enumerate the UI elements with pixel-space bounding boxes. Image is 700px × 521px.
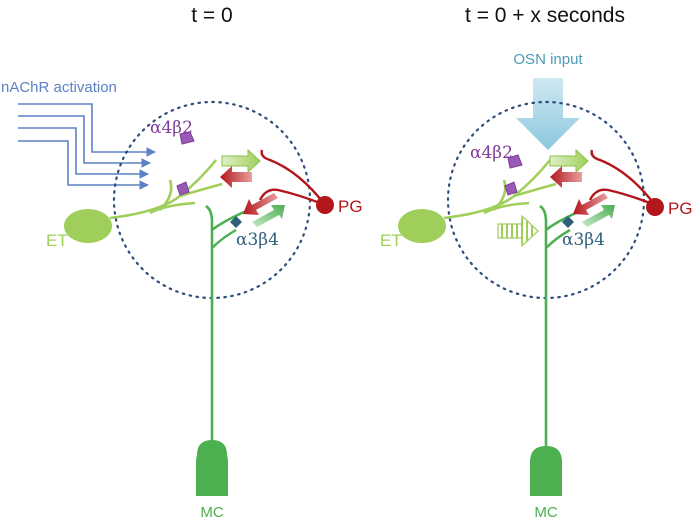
mc-to-pg-arrow: [252, 205, 285, 227]
left-panel-title: t = 0: [191, 4, 232, 27]
alpha3beta4-receptor-right: [562, 216, 574, 228]
alpha4beta2-receptor-right-2: [504, 181, 518, 196]
left-panel: nAChR activation MC ET: [1, 79, 363, 521]
pg-to-mc-arrow-right: [573, 193, 608, 215]
alpha3beta4-label-right: α3β4: [562, 230, 605, 250]
et-label: ET: [46, 231, 68, 250]
osn-input-arrow: [516, 78, 580, 150]
pg-to-et-arrow-right: [550, 166, 582, 188]
pg-neuron-right: [588, 149, 656, 207]
pg-to-et-arrow: [220, 166, 252, 188]
mc-to-pg-arrow-right: [582, 205, 615, 227]
mc-cell-body: [196, 446, 228, 496]
alpha3beta4-receptor: [230, 216, 242, 228]
alpha4beta2-label-right: α4β2: [470, 143, 513, 163]
pg-label: PG: [338, 197, 363, 216]
et-cell-body: [64, 209, 112, 243]
mc-cell-body-right: [530, 446, 562, 496]
pg-to-mc-arrow: [243, 193, 278, 215]
alpha4beta2-receptor-2: [176, 181, 190, 196]
et-label-right: ET: [380, 231, 402, 250]
alpha4beta2-receptor-1: [179, 131, 195, 145]
alpha4beta2-label: α4β2: [150, 118, 193, 138]
pg-cell-body-right: [646, 198, 664, 216]
et-neuron: [109, 159, 223, 220]
mc-label: MC: [200, 504, 223, 521]
alpha4beta2-receptor-right-1: [507, 154, 523, 169]
et-to-pg-arrow: [221, 148, 261, 174]
et-neuron-right: [443, 159, 557, 220]
pg-label-right: PG: [668, 199, 693, 218]
mc-label-right: MC: [534, 504, 557, 521]
right-panel: OSN input MC ET PG α: [380, 51, 693, 521]
alpha3beta4-label: α3β4: [236, 230, 279, 250]
osn-input-label: OSN input: [513, 51, 583, 68]
right-panel-title: t = 0 + x seconds: [465, 4, 625, 27]
pg-cell-body: [316, 196, 334, 214]
et-to-mc-striped-arrow: [497, 214, 539, 248]
nachr-activation-arrows: [18, 103, 156, 190]
et-to-pg-arrow-right: [549, 148, 589, 174]
pg-neuron: [258, 149, 326, 207]
nachr-activation-label: nAChR activation: [1, 79, 117, 96]
et-cell-body-right: [398, 209, 446, 243]
